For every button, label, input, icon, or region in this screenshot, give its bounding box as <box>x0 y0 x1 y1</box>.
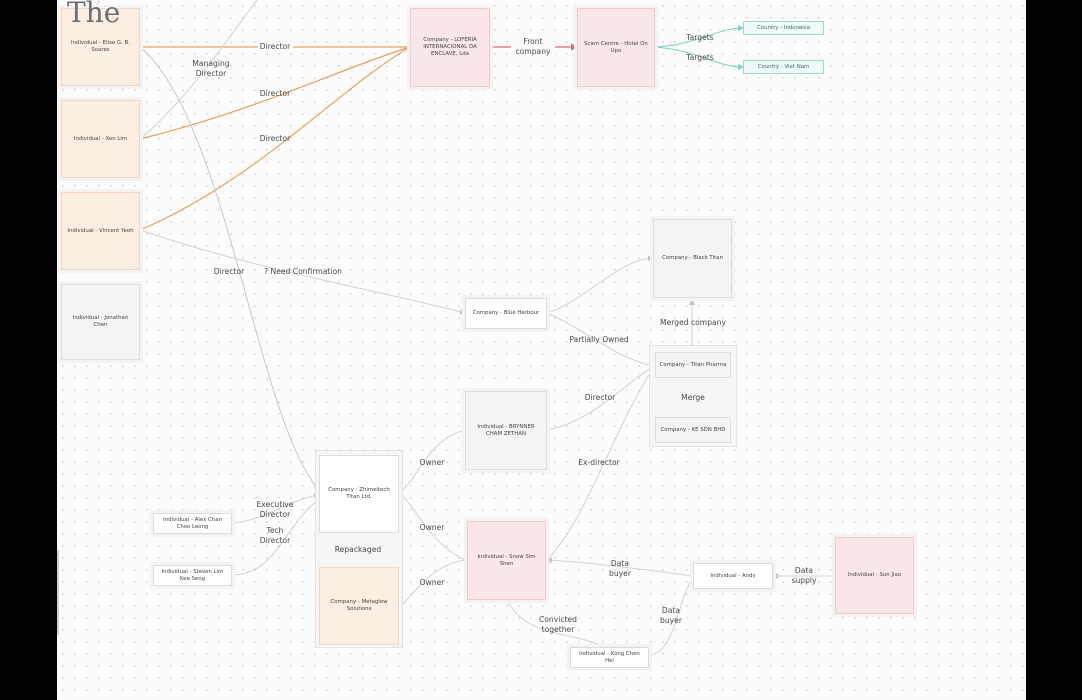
edge-scam-indonesia <box>654 25 744 48</box>
label-owner-3: Owner <box>419 578 445 587</box>
edge-xen-managing <box>139 0 258 140</box>
edge-snow-kong <box>506 599 611 651</box>
label-director-4: Director <box>213 267 245 276</box>
left-edge-stub <box>57 550 59 635</box>
edge-scam-vietnam <box>654 46 744 70</box>
node-black-titan[interactable]: Company - Black Titan <box>653 219 732 298</box>
edge-brynner-zhimei <box>401 429 466 491</box>
diagram-canvas[interactable]: The <box>57 0 1026 700</box>
label-owner-2: Owner <box>419 523 445 532</box>
node-jonathan[interactable]: Individual - Jonathan Chen <box>61 284 140 360</box>
label-data-buyer-2: Data buyer <box>660 606 682 625</box>
node-titan-pharma[interactable]: Company - Titan Pharma <box>655 352 731 378</box>
title-fragment: The <box>67 0 121 29</box>
node-elise[interactable]: Individual - Elise G. B. Soares <box>61 8 140 86</box>
node-kong[interactable]: Individual - Kong Chen Hei <box>570 647 649 668</box>
label-data-buyer-1: Data buyer <box>609 559 631 578</box>
edge-snow-titan <box>546 365 656 561</box>
label-managing-director: Managing Director <box>192 59 230 78</box>
edge-vincent-blue <box>139 229 466 315</box>
label-director-3: Director <box>259 134 291 143</box>
edge-xen-loferia <box>139 46 411 140</box>
edge-brynner-titan <box>546 365 656 431</box>
label-merge: Merge <box>681 393 705 402</box>
label-executive-director: Executive Director <box>256 500 294 519</box>
edge-alex-zhimei <box>231 492 320 524</box>
node-steven[interactable]: Individual - Steven Lim Kee Seng <box>153 565 232 586</box>
label-need-confirmation: ? Need Confirmation <box>264 267 342 276</box>
node-indonesia[interactable]: Country - Indonesia <box>743 21 824 35</box>
label-front-company: Front company <box>511 37 555 57</box>
label-merged-company: Merged company <box>660 318 726 327</box>
node-sun-jiao[interactable]: Individual - Sun Jiao <box>835 537 914 614</box>
node-vincent[interactable]: Individual - Vincent Yeoh <box>61 192 140 270</box>
node-xen[interactable]: Individual - Xen Lim <box>61 100 140 178</box>
node-metaglow[interactable]: Company - Metaglow Solutions <box>319 567 399 645</box>
label-ex-director: Ex-director <box>578 458 620 467</box>
edge-kong-andy <box>648 577 694 657</box>
label-repackaged: Repackaged <box>332 545 384 555</box>
edge-blue-titan <box>546 312 656 369</box>
node-blue-harbour[interactable]: Company - Blue Harbour <box>465 298 547 329</box>
label-targets-1: Targets <box>686 33 714 42</box>
label-owner-1: Owner <box>419 458 445 467</box>
label-director-5: Director <box>584 393 616 402</box>
label-convicted-together: Convicted together <box>538 615 577 634</box>
edge-andy-snow <box>546 557 694 577</box>
label-partially-owned: Partially Owned <box>569 335 629 344</box>
node-ke-sdn[interactable]: Company - KE SDN BHD <box>655 417 731 443</box>
edge-snow-metaglow <box>401 559 466 606</box>
node-zhimeitech[interactable]: Company - Zhimeitech Titan Ltd. <box>319 455 399 533</box>
label-director-1: Director <box>257 42 293 52</box>
edge-elise-zhimei <box>139 46 320 491</box>
label-director-2: Director <box>259 89 291 98</box>
node-andy[interactable]: Individual - Andy <box>693 563 773 589</box>
edge-snow-zhimei <box>401 494 466 561</box>
edge-elise-top <box>96 0 100 6</box>
node-scam-centre[interactable]: Scam Centre - Hotel On Upo <box>577 8 655 87</box>
node-brynner[interactable]: Individual - BRYNNER CHAM ZETHAN <box>465 391 547 470</box>
edge-steven-zhimei <box>231 499 320 576</box>
node-snow[interactable]: Individual - Snow Sim Shen <box>467 521 546 600</box>
node-loferia[interactable]: Company - LOFERIA INTERNACIONAL DA ENCLA… <box>410 8 490 87</box>
label-tech-director: Tech Director <box>259 526 291 545</box>
edge-blue-black <box>546 255 654 314</box>
node-vietnam[interactable]: Country - Viet Nam <box>743 60 824 74</box>
label-data-supply: Data supply <box>791 566 817 585</box>
label-targets-2: Targets <box>686 53 714 62</box>
edge-vincent-loferia <box>139 46 411 231</box>
node-alex[interactable]: Individual - Alex Chan Choo Leong <box>153 513 232 534</box>
